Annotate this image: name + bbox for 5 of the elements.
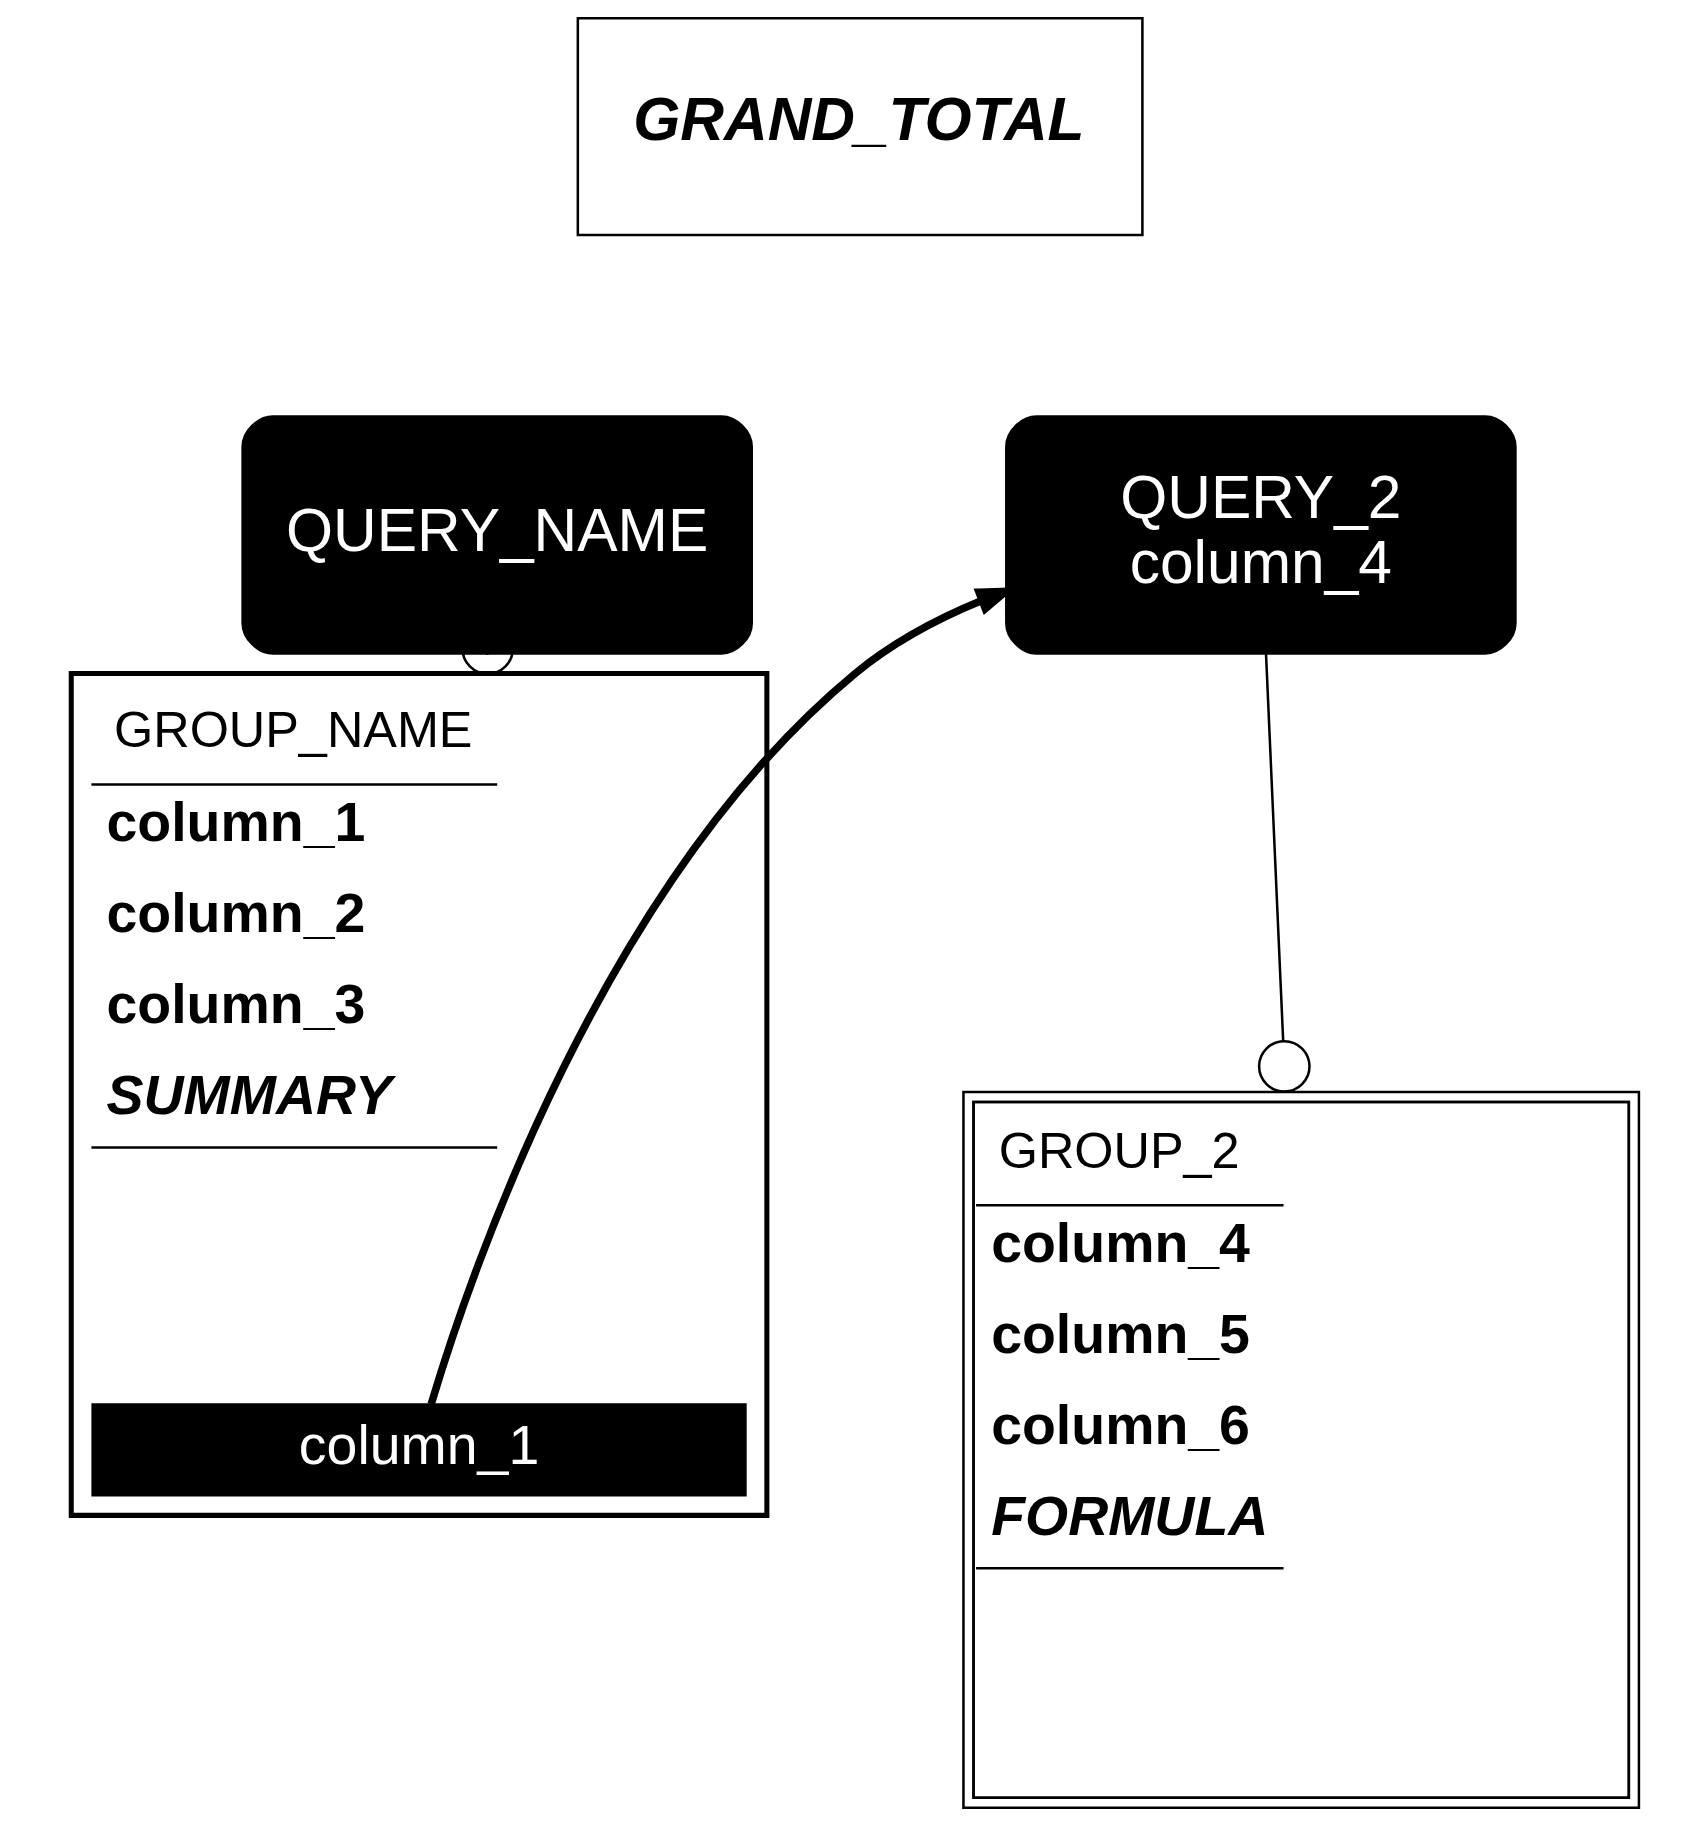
node-box: QUERY_2 column_4 bbox=[1004, 415, 1517, 655]
node-box: GRAND_TOTAL bbox=[576, 17, 1144, 237]
node-box: column_1 bbox=[90, 1403, 747, 1497]
connector bbox=[1257, 653, 1311, 1093]
node-box: GROUP_2 column_4 column_5 column_6 FORMULA bbox=[961, 1090, 1640, 1809]
